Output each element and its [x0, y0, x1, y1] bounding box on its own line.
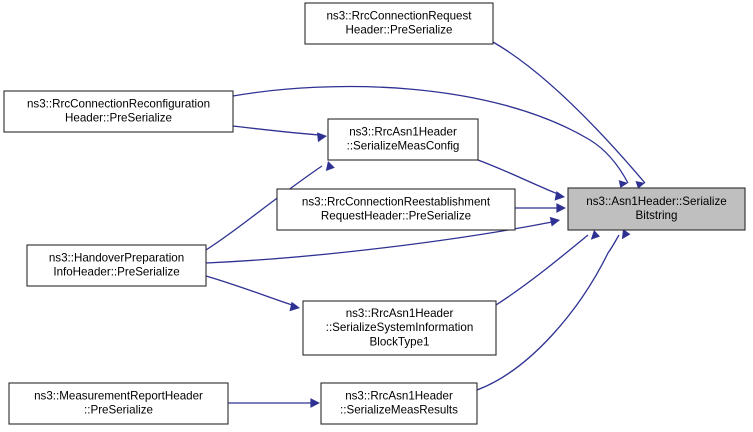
arrowhead-icon — [590, 230, 600, 240]
call-edge — [477, 159, 565, 201]
node-layer: ns3::RrcConnectionRequestHeader::PreSeri… — [3, 2, 746, 425]
edge-line — [205, 275, 293, 306]
call-edge — [205, 275, 300, 312]
arrowhead-icon — [618, 180, 628, 188]
node-rrc_connection_reconfiguration[interactable]: ns3::RrcConnectionReconfigurationHeader:… — [3, 90, 234, 133]
arrowhead-icon — [635, 181, 645, 189]
node-box[interactable] — [26, 244, 207, 287]
node-serialize_meas_results[interactable]: ns3::RrcAsn1Header::SerializeMeasResults — [320, 382, 478, 425]
node-box[interactable] — [304, 2, 494, 45]
edge-line — [476, 234, 620, 391]
arrowhead-icon — [310, 398, 320, 408]
arrowhead-icon — [325, 161, 335, 171]
node-box[interactable] — [567, 187, 746, 231]
edge-line — [232, 125, 321, 136]
arrowhead-icon — [556, 203, 566, 213]
call-edge — [495, 230, 600, 306]
edge-line — [232, 85, 629, 184]
call-edge — [492, 41, 646, 189]
node-box[interactable] — [327, 118, 479, 161]
edge-line — [477, 159, 559, 195]
edge-line — [495, 234, 589, 306]
call-edge — [476, 229, 631, 391]
node-box[interactable] — [320, 382, 478, 425]
arrowhead-icon — [549, 216, 560, 227]
node-rrc_connection_request[interactable]: ns3::RrcConnectionRequestHeader::PreSeri… — [304, 2, 494, 45]
arrowhead-icon — [621, 229, 631, 240]
node-rrc_connection_reestablishment_request[interactable]: ns3::RrcConnectionReestablishmentRequest… — [276, 188, 516, 231]
node-serialize_meas_config[interactable]: ns3::RrcAsn1Header::SerializeMeasConfig — [327, 118, 479, 161]
node-handover_preparation_info[interactable]: ns3::HandoverPreparationInfoHeader::PreS… — [26, 244, 207, 287]
node-box[interactable] — [3, 90, 234, 133]
node-box[interactable] — [302, 300, 497, 356]
call-edge — [228, 398, 320, 408]
node-serialize_system_information_block_type1[interactable]: ns3::RrcAsn1Header::SerializeSystemInfor… — [302, 300, 497, 356]
arrowhead-icon — [554, 191, 565, 201]
call-edge — [232, 125, 327, 143]
arrowhead-icon — [289, 301, 300, 312]
arrowhead-icon — [317, 132, 327, 143]
node-box[interactable] — [276, 188, 516, 231]
node-box[interactable] — [8, 382, 229, 425]
call-edge — [232, 85, 629, 188]
call-edge — [514, 203, 566, 213]
node-measurement_report_header[interactable]: ns3::MeasurementReportHeader::PreSeriali… — [8, 382, 229, 425]
edge-line — [492, 41, 646, 184]
